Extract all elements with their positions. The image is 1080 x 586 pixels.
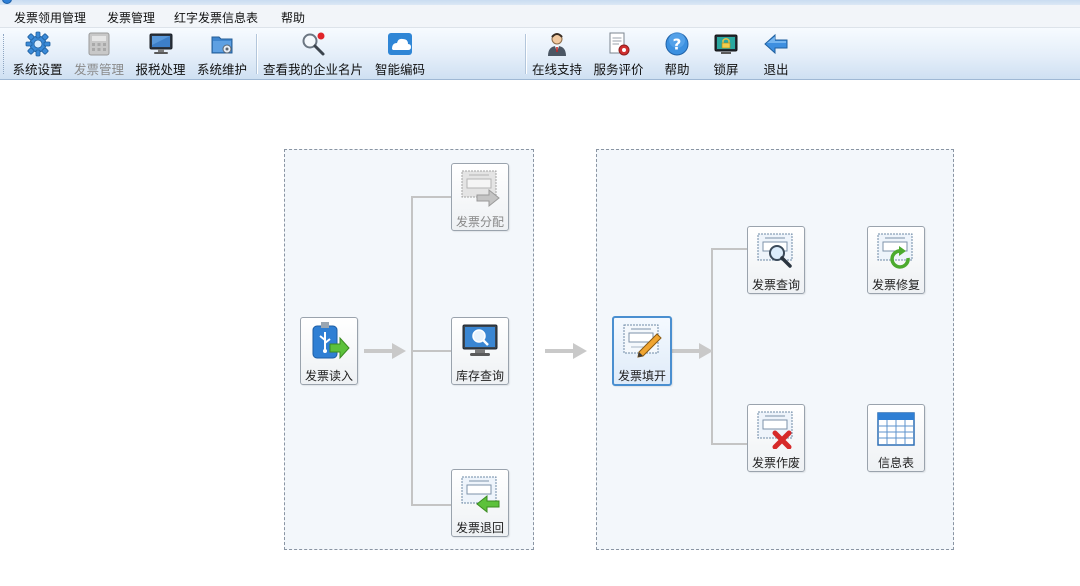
invoice-manage-label: 发票管理 [73, 62, 124, 77]
smart-coding-button[interactable]: 智能编码 [372, 28, 428, 80]
connector-to-inventory [411, 350, 451, 352]
help-icon: ? [664, 31, 690, 57]
exit-arrow-icon [763, 31, 789, 57]
usb-import-icon [308, 322, 350, 362]
tax-report-label: 报税处理 [135, 62, 186, 77]
invoice-query-button[interactable]: 发票查询 [747, 226, 805, 294]
invoice-return-icon [459, 474, 501, 514]
info-table-button[interactable]: 信息表 [867, 404, 925, 472]
menu-bar: 发票领用管理 发票管理 红字发票信息表 帮助 [0, 5, 1080, 28]
invoice-search-icon [755, 231, 797, 271]
service-evaluation-button[interactable]: 服务评价 [590, 28, 647, 80]
inventory-query-button[interactable]: 库存查询 [451, 317, 509, 385]
monitor-icon [148, 31, 174, 57]
flow-arrow [671, 343, 713, 359]
app-icon [2, 0, 12, 4]
monitor-search-icon [459, 322, 501, 362]
menu-invoice-manage[interactable]: 发票管理 [107, 11, 156, 25]
info-table-label: 信息表 [877, 456, 914, 470]
connector-to-void [711, 443, 747, 445]
tax-report-button[interactable]: 报税处理 [133, 28, 188, 80]
toolbar-separator [525, 34, 526, 74]
view-company-card-label: 查看我的企业名片 [262, 62, 363, 77]
help-label: 帮助 [664, 62, 690, 77]
system-maintenance-label: 系统维护 [196, 62, 247, 77]
menu-red-invoice-info[interactable]: 红字发票信息表 [174, 11, 259, 25]
online-support-label: 在线支持 [531, 62, 582, 77]
lock-screen-label: 锁屏 [713, 62, 739, 77]
smart-coding-label: 智能编码 [374, 62, 425, 77]
invoice-repair-label: 发票修复 [871, 278, 920, 292]
exit-label: 退出 [763, 62, 789, 77]
cloud-icon [387, 31, 413, 57]
flow-arrow [364, 343, 406, 359]
lock-screen-icon [713, 31, 739, 57]
gear-icon [25, 31, 51, 57]
toolbar-grip[interactable] [3, 34, 6, 74]
invoice-distribute-button[interactable]: 发票分配 [451, 163, 509, 231]
inventory-query-label: 库存查询 [455, 369, 504, 383]
system-maintenance-button[interactable]: 系统维护 [194, 28, 250, 80]
invoice-void-label: 发票作废 [751, 456, 800, 470]
connector-vertical [711, 249, 713, 445]
online-support-button[interactable]: 在线支持 [530, 28, 584, 80]
toolbar: 系统设置 发票管理 报税处理 [0, 28, 1080, 80]
table-grid-icon [875, 409, 917, 449]
toolbar-separator [256, 34, 257, 74]
invoice-void-button[interactable]: 发票作废 [747, 404, 805, 472]
support-person-icon [544, 31, 570, 57]
invoice-return-button[interactable]: 发票退回 [451, 469, 509, 537]
help-button[interactable]: ? 帮助 [657, 28, 697, 80]
invoice-void-icon [755, 409, 797, 450]
connector-to-return [411, 504, 451, 506]
invoice-read-label: 发票读入 [304, 369, 353, 383]
system-settings-button[interactable]: 系统设置 [10, 28, 65, 80]
invoice-fill-label: 发票填开 [617, 369, 666, 383]
menu-invoice-receive[interactable]: 发票领用管理 [14, 11, 87, 25]
svg-text:?: ? [673, 36, 682, 54]
invoice-distribute-icon [459, 168, 501, 208]
invoice-fill-button[interactable]: 发票填开 [612, 316, 672, 386]
title-bar [0, 0, 1080, 5]
view-company-card-button[interactable]: 查看我的企业名片 [261, 28, 365, 80]
calculator-icon [86, 31, 112, 57]
invoice-manage-button[interactable]: 发票管理 [71, 28, 127, 80]
system-settings-label: 系统设置 [12, 62, 63, 77]
service-evaluation-label: 服务评价 [593, 62, 644, 77]
exit-button[interactable]: 退出 [756, 28, 796, 80]
magnifier-icon [300, 31, 326, 57]
connector-to-distribute [411, 196, 451, 198]
menu-help[interactable]: 帮助 [281, 11, 306, 25]
invoice-distribute-label: 发票分配 [455, 215, 504, 229]
invoice-query-label: 发票查询 [751, 278, 800, 292]
flow-arrow [545, 343, 587, 359]
lock-screen-button[interactable]: 锁屏 [706, 28, 746, 80]
maintenance-icon [209, 31, 235, 57]
invoice-return-label: 发票退回 [455, 521, 504, 535]
invoice-repair-icon [875, 231, 917, 271]
invoice-repair-button[interactable]: 发票修复 [867, 226, 925, 294]
invoice-fill-pencil-icon [621, 322, 663, 362]
connector-to-query [711, 248, 747, 250]
evaluation-icon [606, 31, 632, 57]
invoice-read-button[interactable]: 发票读入 [300, 317, 358, 385]
